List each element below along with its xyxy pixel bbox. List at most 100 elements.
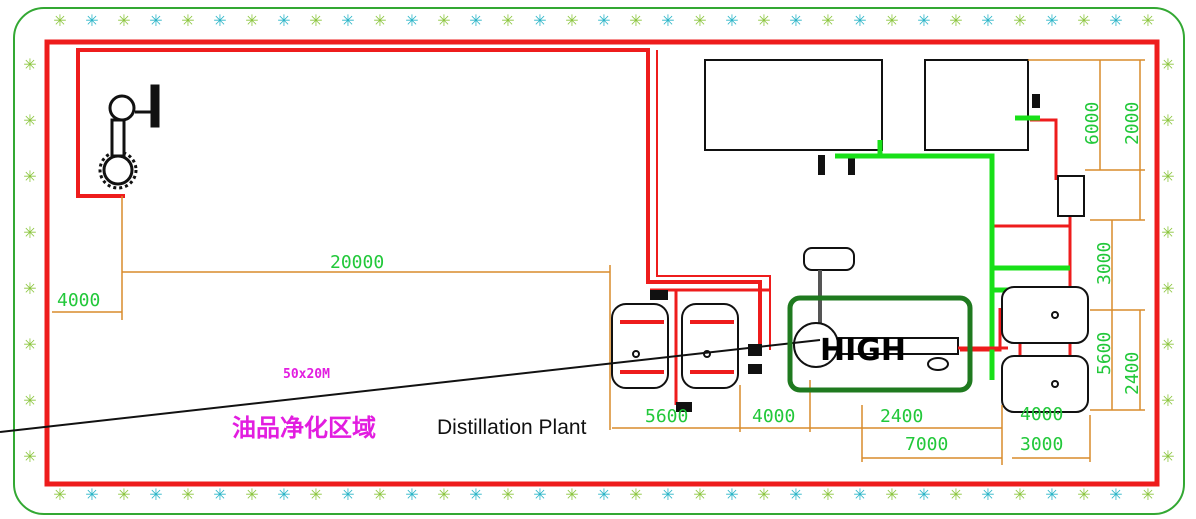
fence-plant-icon: ✳: [23, 449, 36, 466]
fence-plant-icon: ✳: [1141, 487, 1154, 504]
valve-icon: [818, 94, 1040, 175]
fence-plant-icon: ✳: [981, 487, 994, 504]
fence-plant-icon: ✳: [469, 487, 482, 504]
fence-plant-icon: ✳: [565, 13, 578, 30]
fence-plant-icon: ✳: [245, 487, 258, 504]
filter-tank-pair: [611, 303, 739, 389]
fence-plant-icon: ✳: [23, 281, 36, 298]
fence-plant-icon: ✳: [1161, 337, 1174, 354]
fence-plant-icon: ✳: [725, 487, 738, 504]
storage-tank-top-small: [924, 59, 1029, 151]
fence-plant-icon: ✳: [181, 13, 194, 30]
fence-plant-icon: ✳: [1013, 487, 1026, 504]
fence-plant-icon: ✳: [213, 13, 226, 30]
fence-plant-icon: ✳: [1161, 113, 1174, 130]
fence-plant-icon: ✳: [437, 487, 450, 504]
fence-plant-icon: ✳: [949, 487, 962, 504]
fence-plant-icon: ✳: [1141, 13, 1154, 30]
plant-label-en: Distillation Plant: [437, 416, 587, 439]
fence-plant-icon: ✳: [117, 13, 130, 30]
fence-plant-icon: ✳: [469, 13, 482, 30]
fence-plant-icon: ✳: [23, 225, 36, 242]
fence-plant-icon: ✳: [693, 13, 706, 30]
fence-plant-icon: ✳: [53, 13, 66, 30]
fence-plant-icon: ✳: [597, 487, 610, 504]
fence-plant-icon: ✳: [725, 13, 738, 30]
site-boundary: [44, 39, 1160, 487]
fence-plant-icon: ✳: [23, 169, 36, 186]
fence-plant-icon: ✳: [23, 57, 36, 74]
plant-label-cn: 油品净化区域: [232, 414, 376, 442]
fence-plant-icon: ✳: [661, 13, 674, 30]
fence-plant-icon: ✳: [1077, 487, 1090, 504]
fence-plant-icon: ✳: [501, 487, 514, 504]
fence-plant-icon: ✳: [693, 487, 706, 504]
fence-plant-icon: ✳: [405, 13, 418, 30]
fence-plant-icon: ✳: [245, 13, 258, 30]
dim-upper-right-b: 2000: [1122, 102, 1143, 145]
heat-exchanger: [1057, 175, 1085, 217]
fence-plant-icon: ✳: [53, 487, 66, 504]
fence-plant-icon: ✳: [1161, 281, 1174, 298]
dim-right-vertical-mid: 3000: [1094, 242, 1115, 285]
storage-tank-top-large: [704, 59, 883, 151]
dim-gap-to-unit: 4000: [752, 406, 795, 427]
dim-unit-to-tanks: 2400: [880, 406, 923, 427]
fence-plant-icon: ✳: [885, 13, 898, 30]
fence-plant-icon: ✳: [181, 487, 194, 504]
fence-plant-icon: ✳: [1045, 487, 1058, 504]
valve-icon: [650, 290, 668, 300]
valve-icon: [676, 402, 692, 412]
fence-plant-icon: ✳: [629, 13, 642, 30]
fence-plant-icon: ✳: [341, 13, 354, 30]
fence-plant-icon: ✳: [1161, 449, 1174, 466]
fence-plant-icon: ✳: [1161, 393, 1174, 410]
dim-right-tank-width: 4000: [1020, 404, 1063, 425]
fence-plant-icon: ✳: [821, 13, 834, 30]
dim-right-vertical-tank: 5600: [1094, 332, 1115, 375]
fence-plant-icon: ✳: [917, 13, 930, 30]
fence-plant-icon: ✳: [117, 487, 130, 504]
fence-plant-icon: ✳: [661, 487, 674, 504]
fence-plant-icon: ✳: [789, 13, 802, 30]
red-crossbars: [620, 320, 734, 374]
fence-plant-icon: ✳: [1109, 13, 1122, 30]
horizontal-tank-pair: [1001, 286, 1089, 413]
fence-plant-icon: ✳: [23, 393, 36, 410]
fence-plant-icon: ✳: [373, 487, 386, 504]
red-pipe-network: [76, 48, 1072, 410]
fence-plant-icon: ✳: [1077, 13, 1090, 30]
fence-plant-icon: ✳: [853, 13, 866, 30]
fence-plant-icon: ✳: [85, 13, 98, 30]
fence-plant-icon: ✳: [373, 13, 386, 30]
fence-plant-icon: ✳: [309, 13, 322, 30]
fence-plant-icon: ✳: [1161, 57, 1174, 74]
fence-plant-icon: ✳: [341, 487, 354, 504]
highlight-leader-line: [0, 339, 821, 433]
fence-plant-icon: ✳: [149, 13, 162, 30]
fence-plant-icon: ✳: [597, 13, 610, 30]
perimeter-fence: [13, 7, 1185, 515]
dimension-lines: [52, 59, 1145, 465]
dim-right-vertical-small: 2400: [1122, 352, 1143, 395]
fence-plant-icon: ✳: [501, 13, 514, 30]
fence-plant-icon: ✳: [1161, 169, 1174, 186]
highlight-box: [787, 295, 973, 393]
fence-plant-icon: ✳: [1161, 225, 1174, 242]
fence-plant-icon: ✳: [309, 487, 322, 504]
fence-plant-icon: ✳: [85, 487, 98, 504]
fence-plant-icon: ✳: [437, 13, 450, 30]
valve-icon: [748, 364, 762, 374]
green-pipe-network: [835, 115, 1070, 380]
dim-unit-span: 7000: [905, 434, 948, 455]
dim-right-span: 3000: [1020, 434, 1063, 455]
fence-plant-icon: ✳: [1109, 487, 1122, 504]
distillation-unit: [793, 322, 959, 371]
fence-plant-icon: ✳: [23, 113, 36, 130]
fence-plant-icon: ✳: [853, 487, 866, 504]
fence-plant-icon: ✳: [629, 487, 642, 504]
fence-plant-icon: ✳: [757, 487, 770, 504]
fence-plant-icon: ✳: [789, 487, 802, 504]
fence-plant-icon: ✳: [1045, 13, 1058, 30]
fence-plant-icon: ✳: [213, 487, 226, 504]
